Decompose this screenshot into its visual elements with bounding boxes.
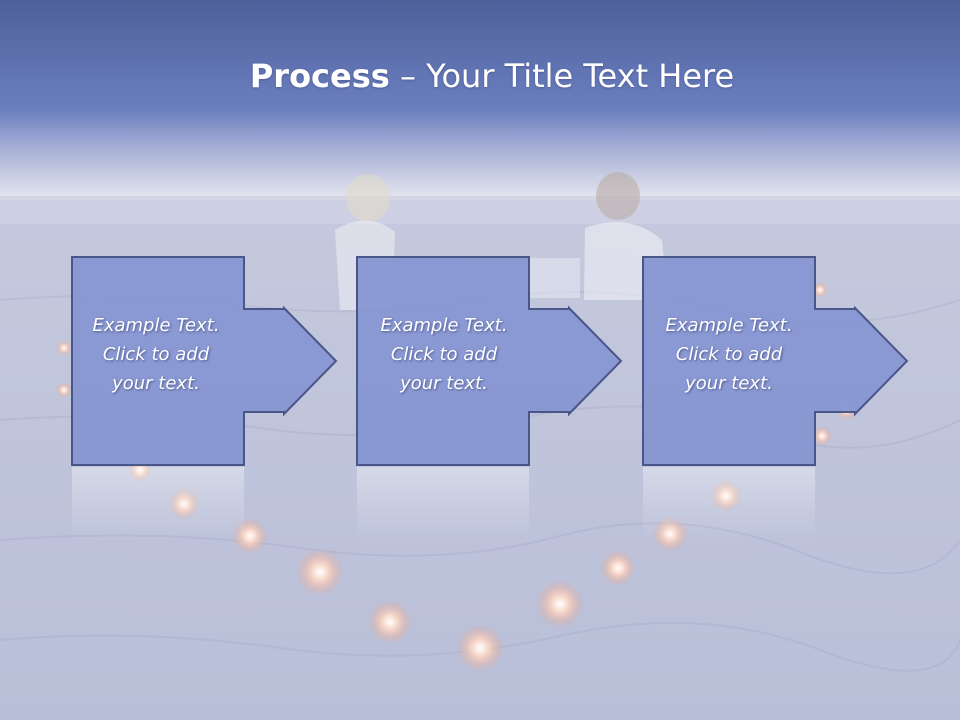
step-3-line-1: Example Text. [665, 315, 793, 336]
slide-title[interactable]: Process – Your Title Text Here [0, 56, 960, 96]
step-1-line-2: Click to add [102, 344, 210, 365]
step-1-text[interactable]: Example Text. Click to add your text. [71, 311, 241, 398]
process-step-3[interactable] [642, 256, 909, 540]
step-1-line-1: Example Text. [92, 315, 220, 336]
step-3-text[interactable]: Example Text. Click to add your text. [644, 311, 814, 398]
process-step-1[interactable] [71, 256, 338, 540]
step-3-line-2: Click to add [675, 344, 783, 365]
step-3-line-3: your text. [685, 373, 773, 394]
step-2-line-1: Example Text. [380, 315, 508, 336]
process-step-2[interactable] [356, 256, 623, 540]
step-2-line-3: your text. [400, 373, 488, 394]
step-2-line-2: Click to add [390, 344, 498, 365]
step-1-line-3: your text. [112, 373, 200, 394]
title-rest: – Your Title Text Here [389, 57, 735, 95]
step-2-text[interactable]: Example Text. Click to add your text. [359, 311, 529, 398]
title-bold: Process [249, 57, 390, 95]
